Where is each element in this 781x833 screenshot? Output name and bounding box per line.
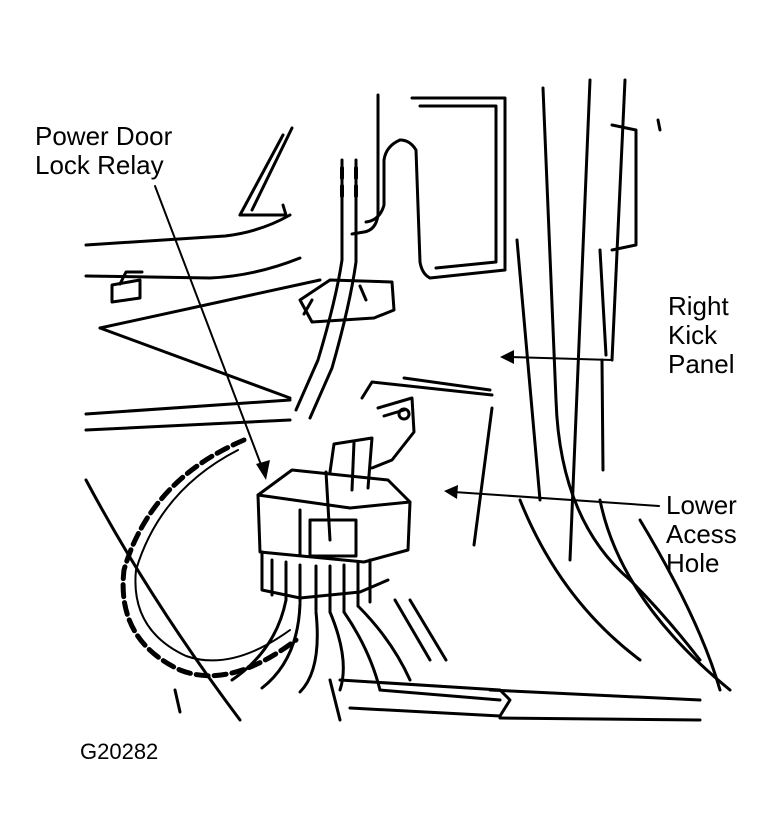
door-trim — [84, 126, 322, 432]
relay-label: Power Door Lock Relay — [35, 122, 172, 180]
relay-label-line1: Power Door — [35, 121, 173, 151]
access-hole-label-line1: Lower — [666, 490, 737, 520]
upper-harness — [294, 158, 396, 420]
kick-panel-label-line1: Right — [668, 291, 729, 321]
figure-code: G20282 — [80, 739, 159, 764]
relay-body — [256, 468, 412, 614]
lower-harness — [120, 437, 412, 694]
arrowheads — [256, 350, 514, 499]
floor-sill — [84, 478, 722, 722]
relay-bracket — [324, 396, 416, 542]
kick-panel-label-line2: Kick — [668, 320, 718, 350]
access-hole-label-line3: Hole — [666, 548, 720, 578]
access-hole-label: Lower Acess Hole — [666, 491, 737, 578]
relay-label-line2: Lock Relay — [35, 150, 164, 180]
access-hole-label-line2: Acess — [666, 519, 737, 549]
kick-panel-structure — [350, 78, 732, 692]
leader-lines — [154, 185, 660, 507]
kick-panel-label-line3: Panel — [668, 349, 735, 379]
kick-panel-label: Right Kick Panel — [668, 292, 735, 379]
